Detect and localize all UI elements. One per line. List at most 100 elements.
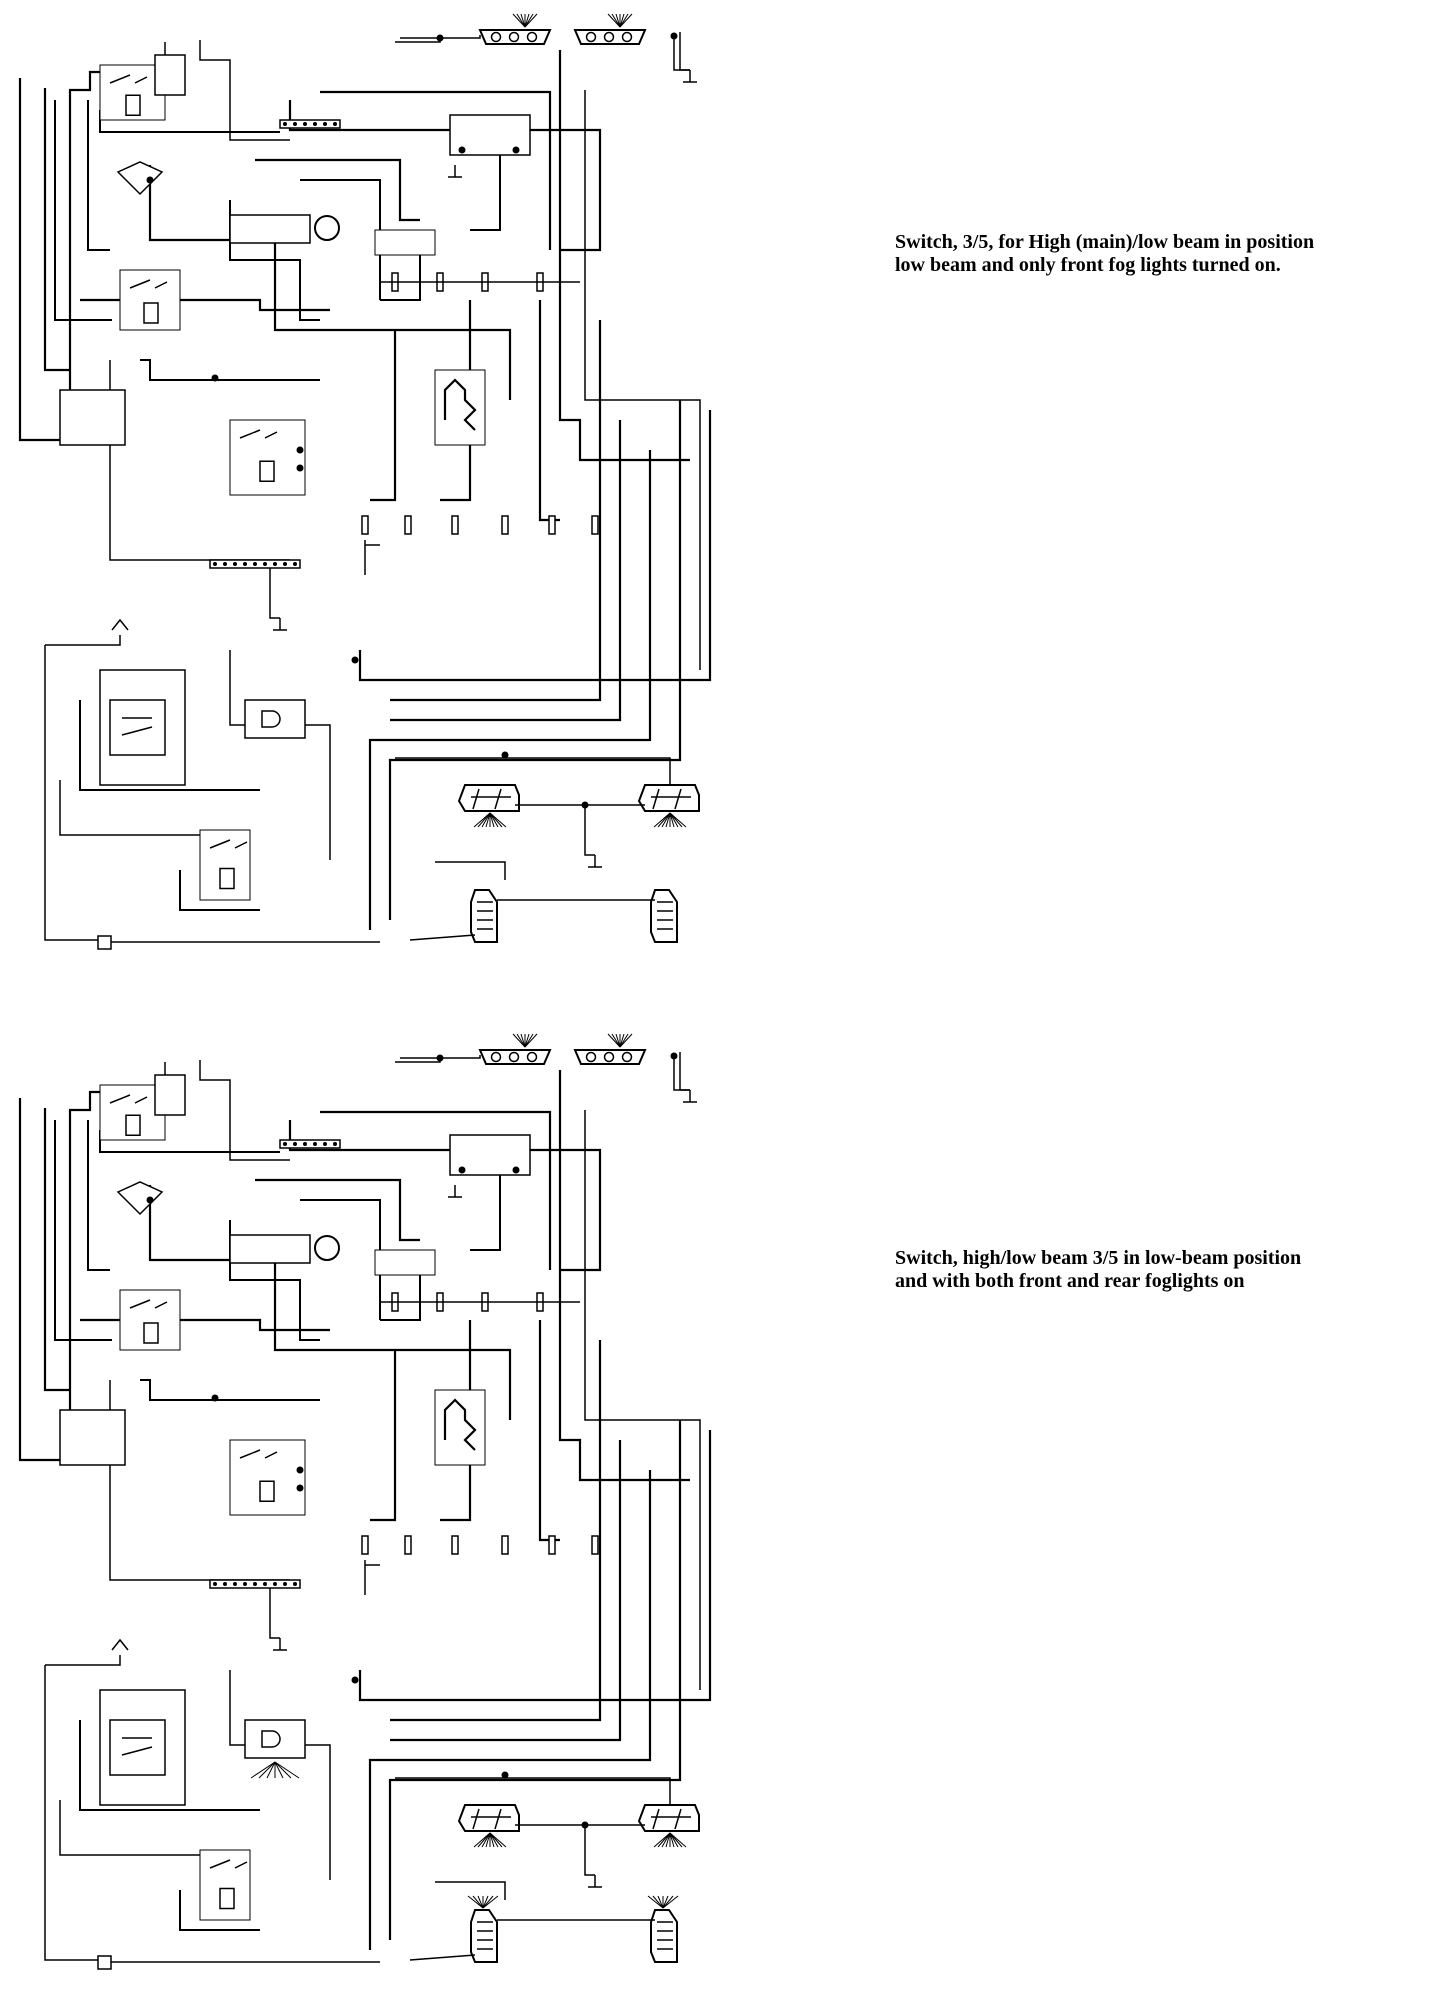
light-ray (619, 13, 625, 28)
trunk-wire (320, 90, 552, 250)
fog-front-feed (505, 1777, 671, 1805)
dimmer-switch-symbol (116, 1181, 164, 1216)
headlamp-feed (400, 35, 481, 39)
fog-symbol-icon (261, 710, 281, 728)
relay-fog-front (119, 269, 181, 331)
light-ray (669, 1832, 675, 1848)
light-ray (481, 812, 491, 828)
indicator-feed (229, 1670, 245, 1746)
lower-wire (45, 635, 121, 646)
fog-lamp-front-right-housing (637, 784, 700, 812)
fog-lamp-rear-left-housing (470, 889, 498, 943)
control-module (374, 229, 436, 256)
fuse (548, 515, 556, 535)
light-ray (258, 1761, 276, 1779)
trunk-wire (388, 1420, 682, 1940)
relay-coil (259, 460, 275, 482)
fuse (591, 1535, 599, 1555)
relay-rear-fog (199, 1849, 251, 1921)
dimmer-switch-symbol (116, 161, 164, 196)
trunk-wire (358, 410, 712, 682)
ground-lead (269, 1588, 280, 1639)
light-ray (669, 1832, 679, 1848)
connector-pin (333, 122, 337, 126)
connector-pin (283, 562, 287, 566)
light-ray (669, 812, 679, 828)
light-ray (482, 1895, 499, 1909)
junction-dot (211, 1394, 219, 1402)
trunk-wire (43, 88, 70, 372)
connector-pin (283, 122, 287, 126)
headlamp-left (478, 1033, 552, 1065)
light-ray (619, 1033, 633, 1048)
headlamp-left (478, 13, 552, 45)
relay-rear-fog (199, 829, 251, 901)
fog-lamp-rear-right-housing (650, 889, 678, 943)
trunk-wire (388, 400, 682, 920)
indicator-feed (305, 724, 331, 860)
fog-switch-icon (443, 1398, 477, 1451)
connector-pin (323, 122, 327, 126)
bulb (490, 31, 502, 43)
fog-lamp-front-left-housing (457, 784, 520, 812)
connector-central (209, 559, 301, 569)
connector-pin (323, 1142, 327, 1146)
light-ray (653, 1832, 671, 1848)
wiring-diagram-front-fog-only (0, 0, 760, 980)
light-ray (516, 1033, 526, 1048)
caption-top-line-2: low beam and only front fog lights turne… (895, 254, 1281, 276)
trunk-wire (255, 158, 420, 222)
light-ray (607, 1033, 621, 1048)
fog-symbol-icon (261, 1730, 281, 1748)
rear-fog-ground (409, 1954, 476, 1961)
relay-fog-rear (229, 1439, 306, 1516)
connector-pin (253, 1582, 257, 1586)
connector-pin (313, 1142, 317, 1146)
rear-fog-feed (435, 1881, 506, 1900)
light-ray (477, 1832, 491, 1848)
rear-fog-connector (97, 935, 112, 950)
bulb (603, 31, 615, 43)
connector-pin (293, 122, 297, 126)
rear-fog-ground (409, 934, 476, 941)
light-ray (647, 1895, 664, 1909)
fog-lamp-rear-right-housing (650, 1909, 678, 1963)
light-ray (274, 1761, 300, 1779)
connector-central (209, 1579, 301, 1589)
ground-icon (588, 1875, 602, 1888)
top-components (18, 13, 712, 950)
trunk-wire (370, 1350, 397, 1522)
trunk-wire (300, 1199, 381, 1320)
combination-switch-contacts (109, 1719, 166, 1776)
light-ray (657, 1895, 664, 1909)
light-ray (489, 1832, 507, 1848)
bulb (585, 1051, 597, 1063)
connector-pin (253, 562, 257, 566)
relay-coil (143, 302, 159, 324)
trunk-wire (148, 165, 512, 400)
connector-pin (283, 1582, 287, 1586)
relay-fog-rear (229, 419, 306, 496)
light-ray (524, 13, 530, 28)
relay-fog-rear-housing (229, 419, 306, 496)
connector-c1-body (279, 1139, 341, 1149)
wiring-diagram-top-svg (18, 13, 712, 950)
bottom-components (18, 1033, 712, 1970)
light-ray (615, 1033, 621, 1048)
ground-icon (448, 165, 462, 178)
light-ray (485, 812, 491, 828)
lower-wire (44, 1665, 100, 1961)
trunk-wire (43, 1108, 70, 1392)
fog-lamp-rear-left-housing (470, 1909, 498, 1963)
junction-dot (501, 1771, 509, 1779)
relay-coil (125, 1114, 141, 1136)
junction-dot (458, 146, 466, 154)
light-ray (467, 1895, 484, 1909)
fog-lamp-rear-left (467, 1895, 499, 1963)
junction-dot (436, 1054, 444, 1062)
rear-fog-indicator (244, 699, 306, 739)
light-ray (662, 1895, 674, 1909)
lower-wire (79, 700, 260, 791)
trunk-wire (320, 1110, 552, 1270)
caption-bottom-line-2: and with both front and rear foglights o… (895, 1270, 1245, 1292)
